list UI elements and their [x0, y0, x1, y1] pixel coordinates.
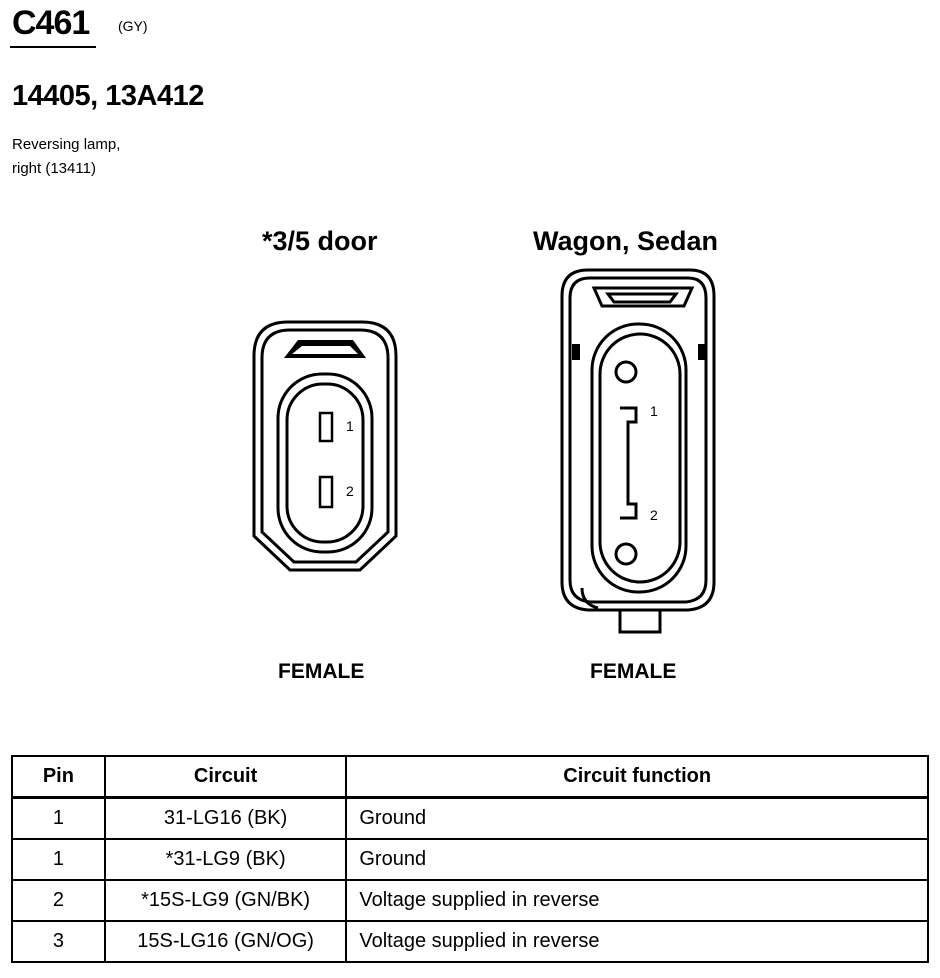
table-row: 1 31-LG16 (BK) Ground: [11, 796, 929, 840]
connector-id-underline: [10, 46, 96, 48]
variant-title-3-5-door: *3/5 door: [262, 226, 378, 256]
cell-circuit: 31-LG16 (BK): [103, 796, 348, 840]
gender-label-wagon-sedan: FEMALE: [590, 660, 677, 683]
cell-circuit: *31-LG9 (BK): [103, 838, 348, 881]
pin-table: Pin Circuit Circuit function 1 31-LG16 (…: [11, 755, 929, 963]
header-circuit: Circuit: [103, 755, 348, 799]
connector-face-wagon-sedan: 1 2: [560, 268, 716, 634]
pin-1-label: 1: [346, 418, 354, 434]
header-pin: Pin: [11, 755, 106, 799]
connector-color: (GY): [118, 18, 148, 34]
connector-id: C461: [12, 4, 90, 42]
cell-function: Ground: [345, 838, 929, 881]
table-header-row: Pin Circuit Circuit function: [11, 755, 929, 799]
cell-function: Ground: [345, 796, 929, 840]
cell-pin: 1: [11, 796, 106, 840]
pin-2-label: 2: [650, 507, 658, 523]
table-row: 1 *31-LG9 (BK) Ground: [11, 838, 929, 881]
cell-function: Voltage supplied in reverse: [345, 920, 929, 963]
gender-label-3-5-door: FEMALE: [278, 660, 365, 683]
cell-pin: 2: [11, 879, 106, 922]
pin-1-terminal: [318, 411, 334, 443]
table-row: 2 *15S-LG9 (GN/BK) Voltage supplied in r…: [11, 879, 929, 922]
header-circuit-function: Circuit function: [345, 755, 929, 799]
connector-face-3-5-door: 1 2: [252, 320, 398, 572]
description-line-2: right (13411): [12, 160, 96, 177]
table-row: 3 15S-LG16 (GN/OG) Voltage supplied in r…: [11, 920, 929, 963]
description-line-1: Reversing lamp,: [12, 136, 121, 153]
cell-function: Voltage supplied in reverse: [345, 879, 929, 922]
cell-pin: 1: [11, 838, 106, 881]
variant-title-wagon-sedan: Wagon, Sedan: [533, 226, 719, 256]
cell-pin: 3: [11, 920, 106, 963]
cell-circuit: 15S-LG16 (GN/OG): [103, 920, 348, 963]
pin-1-label: 1: [650, 403, 658, 419]
part-numbers: 14405, 13A412: [12, 80, 204, 112]
pin-2-label: 2: [346, 483, 354, 499]
pin-2-terminal: [318, 475, 334, 509]
cell-circuit: *15S-LG9 (GN/BK): [103, 879, 348, 922]
